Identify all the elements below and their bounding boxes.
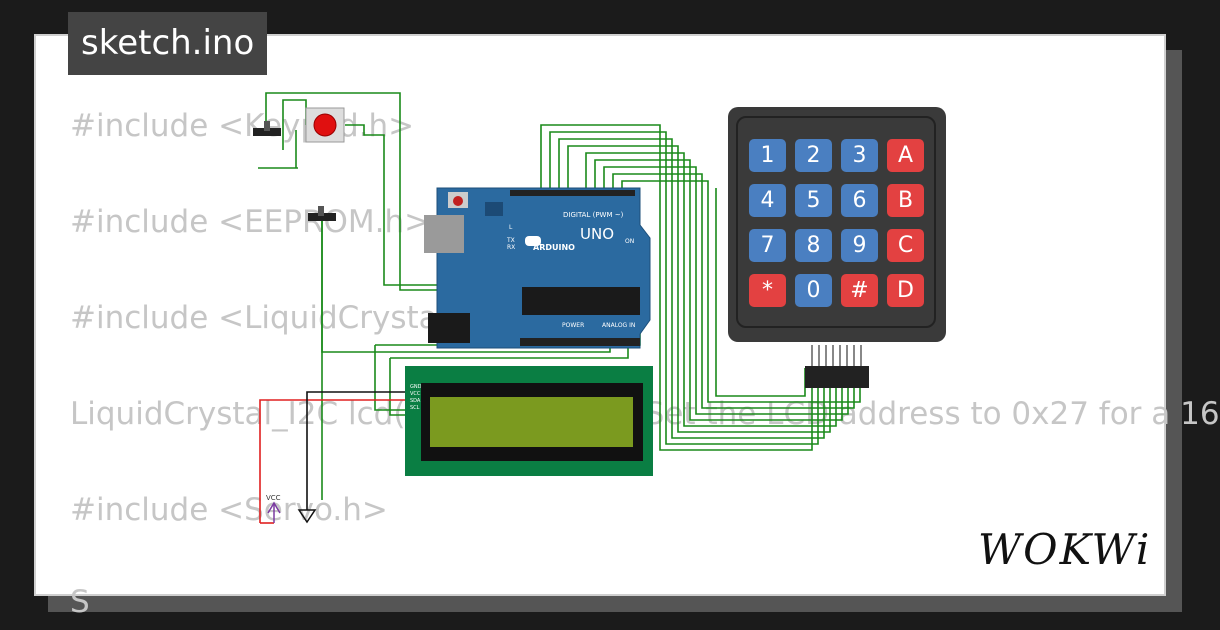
microcontroller-chip [522, 287, 640, 315]
keypad-key[interactable]: A [887, 139, 924, 172]
keypad-key[interactable]: 9 [841, 229, 878, 262]
lcd-1602-i2c[interactable]: GND VCC SDA SCL [405, 366, 653, 476]
code-line: #include <Servo.h> [70, 492, 388, 528]
lcd-pin-labels: GND VCC SDA SCL [410, 384, 422, 411]
arduino-uno-board[interactable] [424, 187, 651, 349]
lcd-bezel [421, 383, 643, 461]
arduino-brand: ARDUINO [533, 243, 575, 252]
keypad-frame [736, 116, 936, 328]
power-jack [428, 313, 470, 343]
keypad-key[interactable]: 1 [749, 139, 786, 172]
lcd-screen [430, 397, 633, 447]
digital-label: DIGITAL (PWM ~) [563, 211, 624, 219]
keypad-key[interactable]: C [887, 229, 924, 262]
keypad-key[interactable]: * [749, 274, 786, 307]
keypad-key[interactable]: 4 [749, 184, 786, 217]
keypad-key[interactable]: 2 [795, 139, 832, 172]
keypad-key[interactable]: 6 [841, 184, 878, 217]
vcc-symbol-icon [267, 501, 281, 523]
led-label: L [509, 224, 513, 231]
wokwi-logo: WOKWi [978, 525, 1152, 574]
slide-switch[interactable] [308, 206, 336, 221]
arduino-model: UNO [580, 225, 614, 243]
on-label: ON [625, 238, 634, 245]
keypad-key[interactable]: 0 [795, 274, 832, 307]
reset-button [453, 196, 463, 206]
pushbutton[interactable] [305, 107, 345, 143]
code-line: S [70, 584, 90, 620]
keypad-key[interactable]: # [841, 274, 878, 307]
keypad-key[interactable]: D [887, 274, 924, 307]
file-title-tab[interactable]: sketch.ino [68, 12, 268, 75]
keypad-key[interactable]: 7 [749, 229, 786, 262]
digital-header [510, 190, 635, 196]
gnd-wire [306, 391, 410, 510]
arduino-logo-icon [525, 236, 541, 246]
keypad-wires [540, 124, 861, 451]
keypad-4x4[interactable]: 1 2 3 A 4 5 6 B 7 8 9 C * 0 # D [728, 107, 946, 342]
vcc-label: VCC [266, 494, 281, 502]
keypad-connector [805, 345, 869, 388]
vcc-wire [259, 399, 410, 523]
led-label: TX [506, 237, 515, 244]
usb-port [424, 215, 464, 253]
keypad-key[interactable]: B [887, 184, 924, 217]
slide-switch[interactable] [253, 121, 281, 136]
code-line: #include <Keypad.h> [70, 108, 415, 144]
power-label: POWER [562, 322, 584, 329]
keypad-key[interactable]: 8 [795, 229, 832, 262]
code-line: #include <EEPROM.h> [70, 204, 431, 240]
analog-label: ANALOG IN [602, 322, 635, 329]
power-header [520, 338, 640, 346]
gnd-symbol-icon [297, 509, 317, 524]
keypad-key[interactable]: 3 [841, 139, 878, 172]
led-label: RX [507, 244, 515, 251]
keypad-key[interactable]: 5 [795, 184, 832, 217]
